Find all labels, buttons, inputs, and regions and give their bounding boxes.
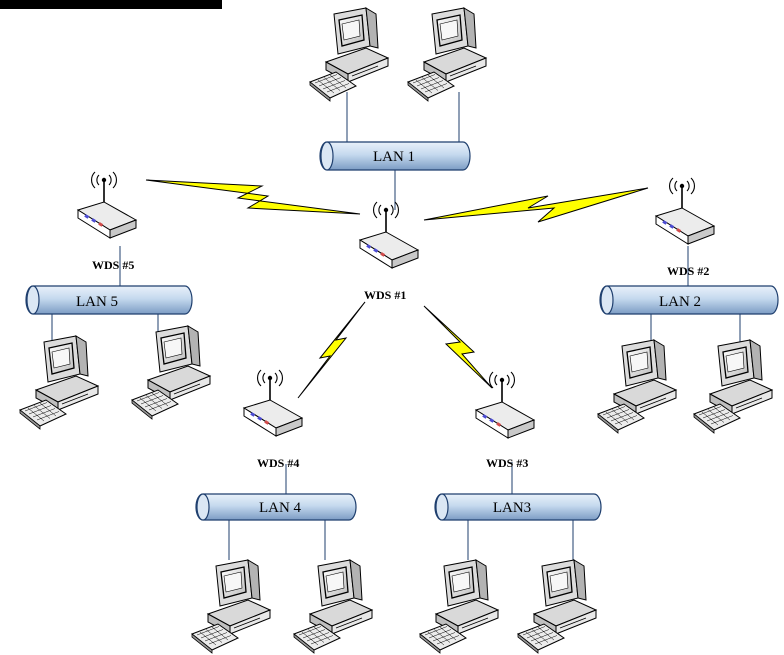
lan5-label: LAN 5	[76, 294, 118, 310]
title-bar	[0, 0, 222, 9]
lan1-bus: LAN 1	[319, 141, 471, 171]
lightning-link-wds1-wds2	[423, 187, 649, 223]
desktop-computer-icon	[19, 335, 99, 430]
lightning-link-wds1-wds5	[145, 179, 361, 215]
lan1-label: LAN 1	[373, 149, 415, 165]
desktop-computer-icon	[693, 339, 773, 434]
wireless-router-icon	[475, 371, 535, 439]
wds5-label: WDS #5	[92, 258, 134, 272]
lan4-bus: LAN 4	[195, 493, 357, 521]
lan3-bus: LAN3	[434, 493, 602, 521]
lan2-label: LAN 2	[659, 294, 701, 310]
desktop-computer-icon	[309, 7, 389, 102]
wds2-label: WDS #2	[667, 264, 709, 278]
desktop-computer-icon	[597, 339, 677, 434]
wireless-router-icon	[243, 369, 303, 437]
wireless-router-icon	[655, 177, 715, 245]
wds4-label: WDS #4	[257, 456, 299, 470]
desktop-computer-icon	[517, 559, 597, 654]
lan2-bus: LAN 2	[599, 285, 779, 315]
desktop-computer-icon	[419, 559, 499, 654]
wireless-links	[145, 179, 649, 399]
desktop-computer-icon	[407, 7, 487, 102]
lan5-bus: LAN 5	[25, 285, 193, 315]
lan3-label: LAN3	[493, 500, 531, 516]
desktop-computer-icon	[293, 559, 373, 654]
lightning-link-wds1-wds3	[423, 305, 493, 389]
wireless-router-icon	[77, 171, 137, 239]
wireless-router-icon	[359, 201, 419, 269]
desktop-computer-icon	[131, 325, 211, 420]
wds3-label: WDS #3	[486, 456, 528, 470]
desktop-computer-icon	[191, 559, 271, 654]
lightning-link-wds1-wds4	[297, 301, 366, 399]
wds1-label: WDS #1	[364, 288, 406, 302]
lan4-label: LAN 4	[259, 500, 302, 516]
